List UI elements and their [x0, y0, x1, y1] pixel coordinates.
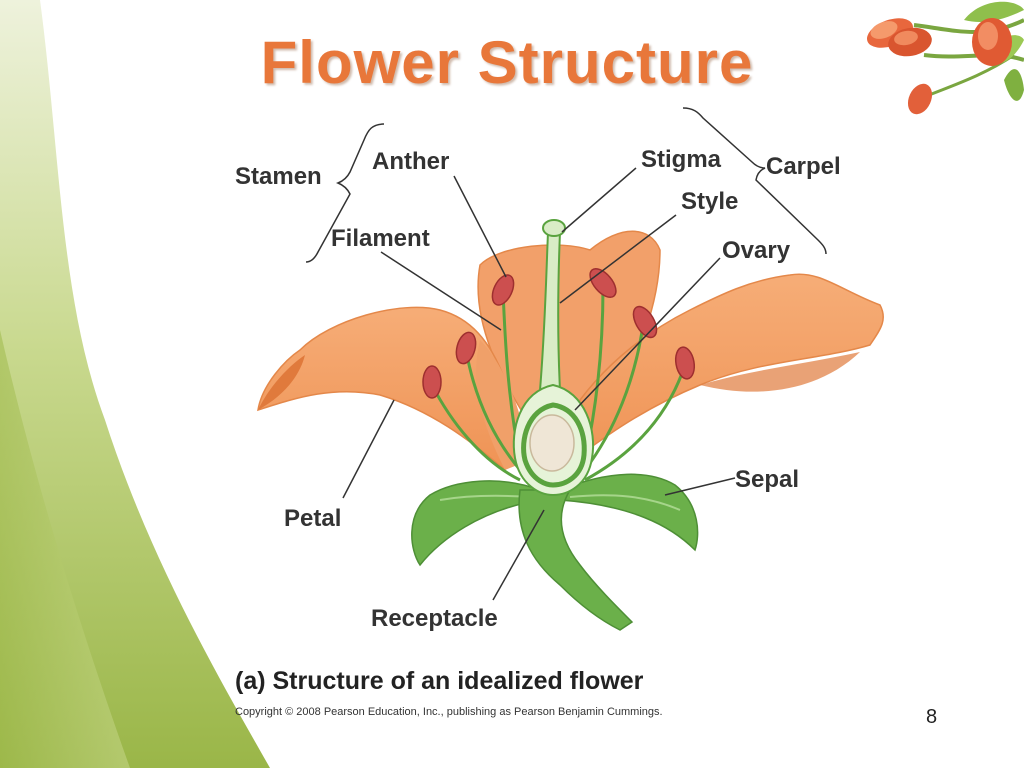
label-sepal: Sepal [735, 466, 800, 493]
label-ovary: Ovary [722, 237, 791, 264]
label-anther: Anther [372, 148, 450, 175]
left-sepal [411, 480, 541, 567]
stigma [542, 219, 566, 237]
slide-title: Flower Structure [260, 29, 754, 96]
stamen-bracket [305, 123, 385, 263]
receptacle [518, 489, 634, 631]
label-style: Style [681, 188, 739, 215]
tulip-decoration [867, 1, 1024, 115]
page-number: 8 [926, 706, 938, 728]
green-band-inner [0, 330, 130, 768]
copyright-notice: Copyright © 2008 Pearson Education, Inc.… [235, 706, 663, 718]
tulip-4 [907, 83, 933, 115]
leader-lines [342, 167, 736, 601]
sepal [559, 473, 699, 552]
right-petal [558, 273, 884, 472]
ovule [529, 414, 575, 472]
label-carpel: Carpel [766, 153, 841, 180]
anthers [422, 268, 696, 399]
petal [257, 306, 506, 472]
label-filament: Filament [331, 225, 430, 252]
label-stigma: Stigma [641, 146, 722, 173]
label-receptacle: Receptacle [371, 605, 498, 632]
figure-caption: (a) Structure of an idealized flower [235, 667, 644, 695]
label-petal: Petal [284, 505, 342, 532]
carpel-bracket [682, 107, 827, 255]
green-band [0, 0, 270, 768]
label-stamen: Stamen [235, 163, 322, 190]
